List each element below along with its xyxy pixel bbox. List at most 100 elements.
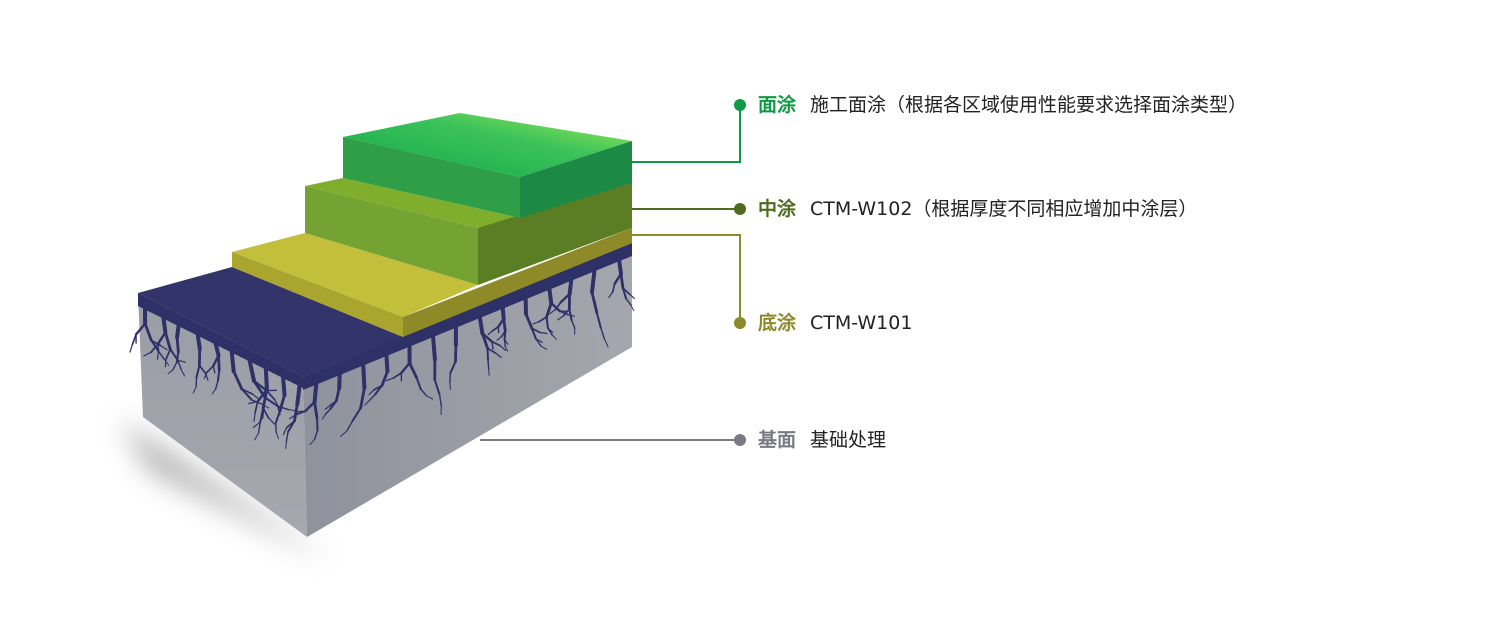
root-mark [499, 345, 507, 351]
root-mark [545, 301, 553, 319]
root-mark [285, 431, 289, 443]
root-mark [313, 400, 319, 420]
root-mark [392, 372, 403, 380]
root-mark [150, 339, 160, 353]
root-mark [449, 360, 457, 374]
root-mark [491, 340, 494, 350]
root-mark [530, 327, 541, 334]
root-mark [619, 272, 625, 290]
middle-layer-block [305, 178, 632, 285]
primer-layer-block [232, 228, 632, 337]
root-mark [143, 322, 153, 342]
root-mark [611, 282, 616, 294]
root-mark [177, 359, 182, 371]
label-base: 基面基础处理 [758, 428, 886, 452]
leader-primer [632, 234, 741, 323]
label-tag: 面涂 [758, 94, 797, 116]
root-mark [497, 317, 505, 328]
root-mark [415, 376, 422, 390]
root-mark [261, 387, 269, 410]
root-mark [180, 368, 186, 377]
root-mark [275, 431, 279, 440]
root-mark [364, 400, 370, 406]
root-mark [346, 420, 354, 432]
primer-penetration-top [138, 267, 403, 377]
root-mark [150, 343, 159, 354]
root-mark [613, 272, 623, 285]
root-mark [628, 293, 635, 299]
root-mark [211, 388, 217, 395]
root-mark [274, 399, 280, 409]
root-mark [212, 365, 216, 374]
label-tag: 中涂 [758, 198, 797, 220]
root-mark [216, 369, 221, 382]
root-mark [198, 364, 207, 375]
label-tag: 底涂 [758, 312, 797, 334]
root-mark [304, 400, 316, 413]
root-mark [491, 340, 502, 347]
root-mark [368, 389, 375, 396]
root-mark [212, 354, 220, 368]
root-mark [449, 381, 451, 390]
root-mark [203, 371, 208, 379]
root-mark [157, 343, 160, 354]
root-mark [252, 379, 268, 392]
leader-top-coat [632, 105, 741, 163]
root-mark [257, 421, 261, 434]
root-mark [254, 400, 259, 414]
root-mark [334, 386, 341, 403]
root-mark [282, 427, 288, 436]
root-mark [551, 334, 557, 340]
dot-base [734, 434, 746, 446]
label-desc: 基础处理 [810, 429, 887, 451]
root-mark [164, 358, 167, 368]
label-desc: CTM-W101 [810, 312, 913, 334]
root-mark [549, 308, 557, 315]
root-mark [296, 410, 306, 413]
root-mark [259, 406, 265, 424]
root-mark [491, 325, 500, 332]
root-mark [426, 395, 434, 400]
root-mark [496, 336, 502, 341]
base-concrete [129, 243, 635, 537]
root-mark [539, 331, 548, 335]
root-mark [538, 316, 548, 323]
root-mark [554, 301, 562, 311]
root-mark [232, 369, 244, 391]
root-mark [433, 378, 441, 396]
root-mark [540, 345, 548, 350]
root-mark [625, 298, 632, 306]
root-mark [293, 402, 299, 423]
root-mark [289, 414, 297, 420]
root-mark [324, 405, 331, 410]
root-mark [195, 364, 201, 379]
label-middle-coat: 中涂 CTM-W102（根据厚度不同相应增加中涂层） [758, 197, 1197, 221]
root-mark [329, 400, 338, 407]
root-mark [252, 421, 261, 428]
label-primer: 底涂 CTM-W101 [758, 311, 912, 335]
label-desc: CTM-W102（根据厚度不同相应增加中涂层） [810, 198, 1198, 220]
root-mark [143, 351, 152, 357]
root-mark [254, 432, 260, 441]
root-mark [177, 359, 186, 363]
root-mark [321, 413, 326, 420]
root-mark [595, 311, 602, 329]
root-mark [559, 292, 571, 304]
root-mark [274, 409, 281, 424]
root-mark [380, 369, 389, 387]
root-mark [504, 339, 509, 345]
root-mark [550, 301, 561, 313]
root-mark [262, 407, 270, 419]
root-mark [240, 388, 254, 395]
top-layer-block [343, 113, 632, 218]
root-mark [192, 386, 197, 394]
label-tag: 基面 [758, 429, 797, 451]
root-mark [502, 317, 507, 333]
root-mark [481, 331, 489, 350]
root-mark [481, 332, 494, 343]
root-mark [163, 358, 170, 366]
root-mark [535, 338, 542, 347]
root-mark [368, 393, 376, 402]
root-mark [285, 440, 287, 449]
root-mark [278, 393, 286, 413]
